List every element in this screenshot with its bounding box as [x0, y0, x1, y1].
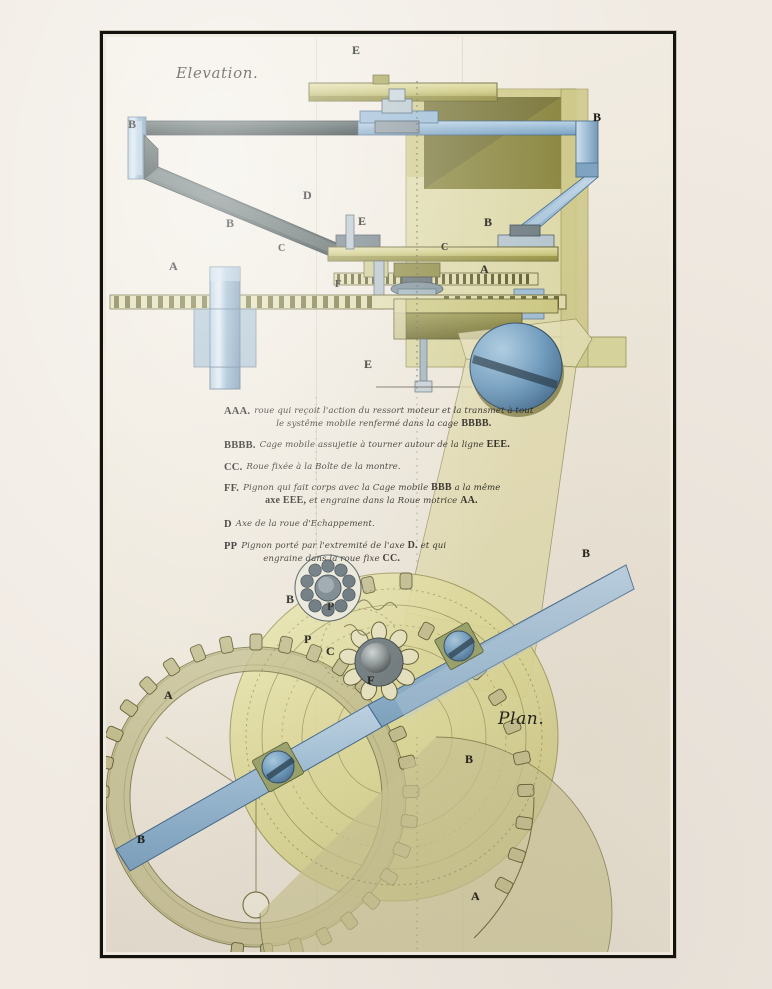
- label-A-left-gear: A: [164, 688, 173, 702]
- construction-circles: [245, 588, 543, 886]
- legend-key-AAA: AAA.: [224, 406, 251, 417]
- label-B-mid-right: B: [484, 215, 493, 229]
- legend-FF-ref-eee: axe EEE,: [265, 494, 307, 506]
- cage-arm-blue-plan: [115, 564, 635, 872]
- legend-PP-line1-post: et qui: [417, 541, 447, 552]
- label-D-stem: D: [303, 188, 312, 202]
- legend-entry-CC: CC. Roue fixée à la Boîte de la montre.: [224, 461, 564, 474]
- legend-text-PP: Pignon porté par l'extremité de l'axe D.…: [241, 540, 446, 565]
- mechanism-drawing: [106, 74, 635, 952]
- legend-FF-ref-aa: AA.: [460, 494, 478, 506]
- label-A-left: A: [169, 259, 178, 273]
- upper-pivot-collar: [359, 88, 439, 134]
- label-P-lower: P: [304, 632, 312, 646]
- legend-AAA-line2: le systême mobile renfermé dans la cage …: [254, 418, 533, 431]
- label-B-pinion-area: B: [286, 592, 295, 606]
- legend-key-FF: FF.: [224, 483, 240, 495]
- legend-entry-BBBB: BBBB. Cage mobile assujetie à tourner au…: [224, 439, 564, 452]
- legend-FF-ref-bbb: BBB: [431, 482, 452, 494]
- paper-fold-left: [316, 37, 317, 952]
- legend-block: AAA. roue qui reçoit l'action du ressort…: [224, 405, 564, 571]
- legend-text-CC: Roue fixée à la Boîte de la montre.: [246, 461, 401, 472]
- pinion-F-plan: [339, 621, 419, 701]
- legend-PP-ref-d: D.: [407, 540, 418, 552]
- legend-BBBB-line1-pre: Cage mobile assujetie à tourner autour d…: [259, 440, 487, 451]
- legend-text-D: Axe de la roue d'Echappement.: [235, 518, 375, 529]
- label-B-left-upper: B: [128, 117, 137, 131]
- legend-entry-AAA: AAA. roue qui reçoit l'action du ressort…: [224, 405, 564, 430]
- mid-pivot-bracket-left: [335, 234, 381, 248]
- legend-PP-line1-pre: Pignon porté par l'extremité de l'axe: [241, 541, 408, 552]
- pinion-PP-plan: [294, 554, 398, 636]
- label-E-bottom: E: [364, 357, 373, 371]
- mid-brass-plate-E: [327, 246, 559, 262]
- screw-block-right: [434, 622, 484, 670]
- legend-PP-line2-pre: engraine dans la roue fixe: [263, 553, 383, 564]
- label-C-pinion: C: [326, 644, 335, 658]
- legend-text-BBBB: Cage mobile assujetie à tourner autour d…: [260, 439, 510, 452]
- label-C-left: C: [278, 243, 286, 254]
- legend-AAA-ref: BBBB.: [461, 417, 492, 429]
- plan-view: [106, 318, 635, 952]
- label-B-right-arm: B: [582, 546, 591, 560]
- label-B-mid-left: B: [226, 216, 235, 230]
- paper-sheet: Elevation. Plan. E B B B B D E C C A A F…: [106, 37, 670, 952]
- legend-PP-ref-cc: CC.: [382, 552, 401, 564]
- elevation-title: Elevation.: [176, 64, 259, 82]
- legend-BBBB-ref: EEE.: [486, 439, 510, 451]
- label-C-right: C: [441, 242, 449, 253]
- legend-FF-line1-post: a la même: [451, 483, 501, 494]
- legend-FF-line2: axe EEE, et engraine dans la Roue motric…: [243, 495, 500, 508]
- elevation-view: [109, 74, 627, 737]
- escapement-axis-D: [345, 214, 355, 250]
- legend-AAA-line1: roue qui reçoit l'action du ressort mote…: [254, 406, 534, 416]
- barrel-cylinder: [193, 266, 257, 390]
- legend-text-AAA: roue qui reçoit l'action du ressort mote…: [254, 405, 533, 430]
- label-F-pinion: F: [335, 279, 342, 290]
- legend-FF-line2-mid: et engraine dans la Roue motrice: [306, 495, 461, 506]
- label-A-bottom: A: [471, 889, 480, 903]
- label-F-center: F: [367, 673, 375, 687]
- drawing-frame: Elevation. Plan. E B B B B D E C C A A F…: [100, 31, 676, 958]
- mid-pivot-bracket-right: [497, 224, 555, 248]
- legend-key-D: D: [224, 518, 232, 530]
- label-P-upper: P: [327, 599, 335, 613]
- legend-text-FF: Pignon qui fait corps avec la Cage mobil…: [243, 482, 500, 507]
- legend-entry-PP: PP Pignon porté par l'extremité de l'axe…: [224, 540, 564, 565]
- label-E-top: E: [352, 43, 361, 57]
- screw-block-left: [252, 741, 304, 793]
- plan-title: Plan.: [498, 709, 545, 729]
- label-B-lower-right: B: [465, 752, 474, 766]
- legend-key-PP: PP: [224, 541, 238, 553]
- label-A-right: A: [480, 262, 489, 276]
- label-E-plate: E: [358, 214, 367, 228]
- screw-head-top: [469, 322, 564, 417]
- legend-PP-line2: engraine dans la roue fixe CC.: [241, 553, 446, 566]
- label-B-right-upper: B: [593, 110, 602, 124]
- legend-AAA-line2-pre: le systême mobile renfermé dans la cage: [276, 418, 462, 429]
- legend-entry-D: D Axe de la roue d'Echappement.: [224, 518, 564, 531]
- legend-key-BBBB: BBBB.: [224, 440, 256, 452]
- label-B-left-arm: B: [137, 832, 146, 846]
- legend-entry-FF: FF. Pignon qui fait corps avec la Cage m…: [224, 482, 564, 507]
- legend-FF-line1-pre: Pignon qui fait corps avec la Cage mobil…: [243, 483, 432, 494]
- legend-key-CC: CC.: [224, 461, 243, 473]
